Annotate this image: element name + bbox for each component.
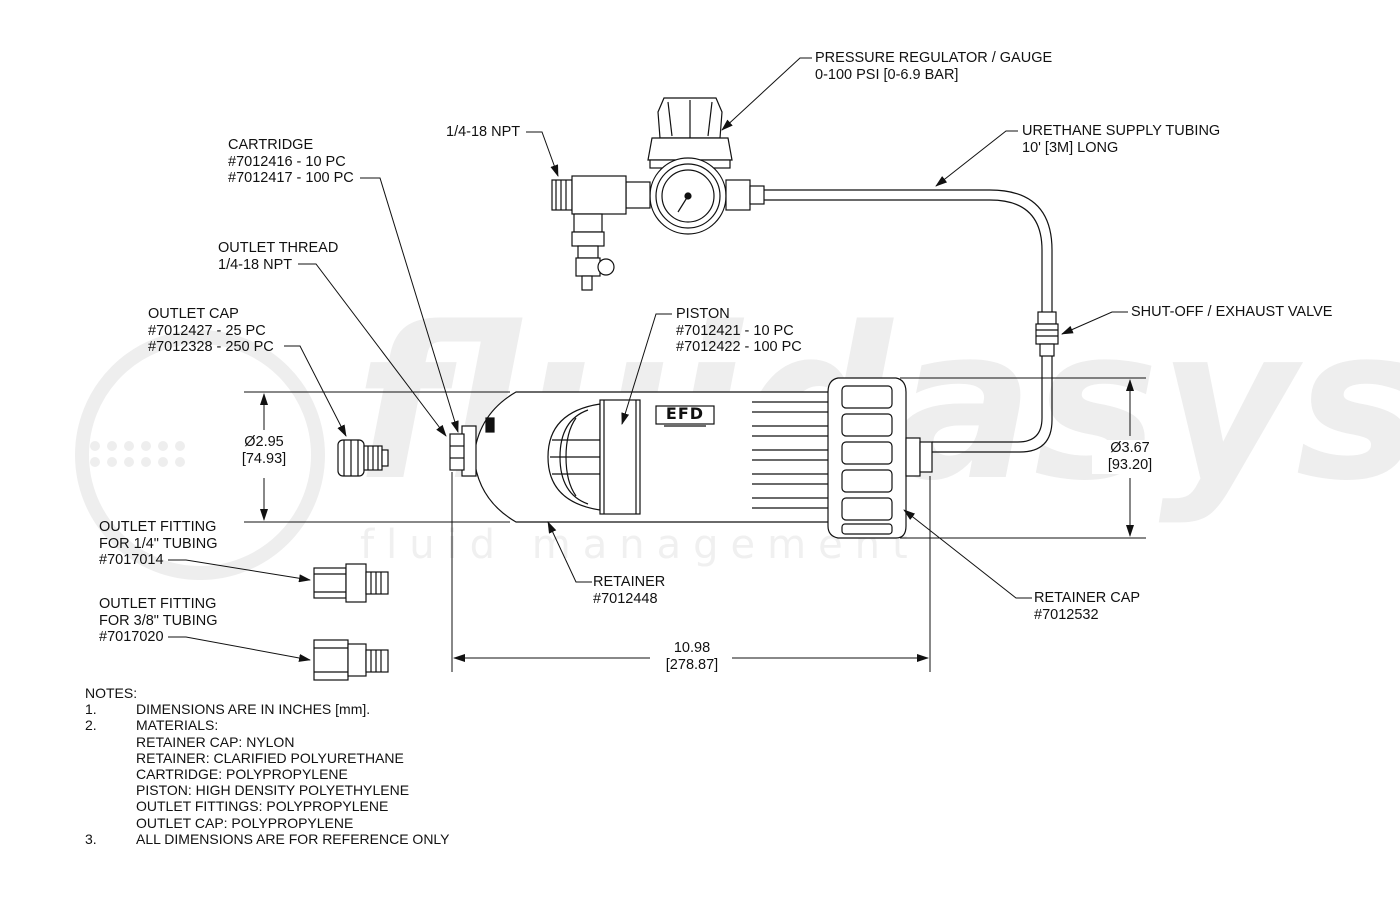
callout-fitting-quarter: OUTLET FITTING FOR 1/4" TUBING #7017014 — [99, 519, 218, 569]
small-diameter-mm: [74.93] — [241, 451, 287, 467]
cartridge-body — [449, 377, 933, 539]
note-item: 2. MATERIALS: RETAINER CAP: NYLON RETAIN… — [85, 717, 450, 830]
callout-outlet-cap: OUTLET CAP #7012427 - 25 PC #7012328 - 2… — [148, 306, 274, 356]
callout-line: URETHANE SUPPLY TUBING — [1022, 123, 1221, 139]
small-diameter-dim: Ø2.95 [74.93] — [226, 434, 302, 468]
callout-fitting-three-eighths: OUTLET FITTING FOR 3/8" TUBING #7017020 — [99, 596, 218, 646]
large-diameter-mm: [93.20] — [1107, 457, 1153, 473]
note-line: RETAINER CAP: NYLON — [136, 733, 295, 750]
note-line: OUTLET FITTINGS: POLYPROPYLENE — [136, 798, 389, 815]
note-item: 1. DIMENSIONS ARE IN INCHES [mm]. — [85, 701, 450, 717]
note-line: MATERIALS: — [136, 717, 219, 734]
pressure-regulator-assembly — [551, 97, 765, 291]
callout-line: FOR 1/4" TUBING — [99, 535, 218, 552]
outlet-fitting-quarter-part — [313, 563, 389, 603]
callout-line: #7012532 — [1034, 606, 1099, 623]
leader-lines — [168, 57, 1128, 662]
callout-retainer: RETAINER #7012448 — [593, 574, 665, 607]
callout-line: 1/4-18 NPT — [218, 256, 293, 273]
watermark-tagline: fluid management — [360, 522, 920, 568]
notes-block: NOTES: 1. DIMENSIONS ARE IN INCHES [mm].… — [85, 685, 450, 847]
callout-line: CARTRIDGE — [228, 137, 314, 153]
callout-line: #7017020 — [99, 629, 164, 645]
callout-outlet-thread: OUTLET THREAD 1/4-18 NPT — [218, 240, 338, 273]
callout-npt-top: 1/4-18 NPT — [446, 124, 520, 141]
callout-retainer-cap: RETAINER CAP #7012532 — [1034, 590, 1140, 623]
callout-line: #7012448 — [593, 590, 658, 607]
callout-line: 1/4-18 NPT — [446, 124, 521, 140]
outlet-fitting-three-eighths-part — [313, 639, 389, 681]
dimension-length — [451, 472, 931, 672]
note-line: DIMENSIONS ARE IN INCHES [mm]. — [136, 701, 371, 718]
note-line: ALL DIMENSIONS ARE FOR REFERENCE ONLY — [136, 830, 450, 847]
callout-line: 0-100 PSI [0-6.9 BAR] — [815, 66, 959, 83]
callout-line: #7012328 - 250 PC — [148, 339, 274, 355]
callout-line: PISTON — [676, 306, 730, 322]
callout-line: #7012417 - 100 PC — [228, 170, 354, 186]
note-number: 2. — [85, 717, 97, 734]
dimension-small-diameter — [244, 391, 510, 523]
urethane-supply-tubing — [764, 189, 1053, 453]
note-item: 3. ALL DIMENSIONS ARE FOR REFERENCE ONLY — [85, 831, 450, 847]
length-inches: 10.98 — [673, 640, 711, 656]
callout-line: 10' [3M] LONG — [1022, 139, 1119, 156]
callout-line: SHUT-OFF / EXHAUST VALVE — [1131, 304, 1333, 320]
note-line: RETAINER: CLARIFIED POLYURETHANE — [136, 749, 404, 766]
callout-line: FOR 3/8" TUBING — [99, 612, 218, 629]
callout-line: PRESSURE REGULATOR / GAUGE — [815, 50, 1053, 66]
note-line: CARTRIDGE: POLYPROPYLENE — [136, 766, 348, 783]
note-line: PISTON: HIGH DENSITY POLYETHYLENE — [136, 782, 410, 799]
large-diameter-inches: Ø3.67 — [1110, 440, 1150, 456]
callout-regulator: PRESSURE REGULATOR / GAUGE 0-100 PSI [0-… — [815, 50, 1052, 83]
callout-line: #7012416 - 10 PC — [228, 153, 346, 170]
callout-line: #7012422 - 100 PC — [676, 339, 802, 355]
notes-heading: NOTES: — [85, 685, 138, 701]
callout-line: RETAINER CAP — [1034, 590, 1141, 606]
callout-cartridge: CARTRIDGE #7012416 - 10 PC #7012417 - 10… — [228, 137, 354, 187]
efd-logo: EFD — [665, 404, 705, 423]
callout-line: OUTLET FITTING — [99, 596, 217, 612]
large-diameter-dim: Ø3.67 [93.20] — [1092, 440, 1168, 474]
callout-line: #7012427 - 25 PC — [148, 322, 266, 339]
outlet-cap-part — [337, 439, 389, 477]
callout-line: #7017014 — [99, 552, 164, 568]
shutoff-valve — [1035, 311, 1059, 357]
callout-line: OUTLET CAP — [148, 306, 239, 322]
callout-tubing: URETHANE SUPPLY TUBING 10' [3M] LONG — [1022, 123, 1220, 156]
dimension-large-diameter — [900, 377, 1146, 539]
length-dim: 10.98 [278.87] — [652, 640, 732, 674]
note-number: 3. — [85, 830, 97, 847]
callout-line: OUTLET FITTING — [99, 519, 217, 535]
note-line: OUTLET CAP: POLYPROPYLENE — [136, 814, 354, 831]
watermark-circle — [75, 330, 325, 580]
note-number: 1. — [85, 701, 97, 718]
length-mm: [278.87] — [665, 657, 719, 673]
callout-line: RETAINER — [593, 574, 666, 590]
callout-line: OUTLET THREAD — [218, 240, 339, 256]
callout-line: #7012421 - 10 PC — [676, 322, 794, 339]
callout-piston: PISTON #7012421 - 10 PC #7012422 - 100 P… — [676, 306, 802, 356]
small-diameter-inches: Ø2.95 — [244, 434, 284, 450]
callout-shutoff: SHUT-OFF / EXHAUST VALVE — [1131, 304, 1332, 321]
